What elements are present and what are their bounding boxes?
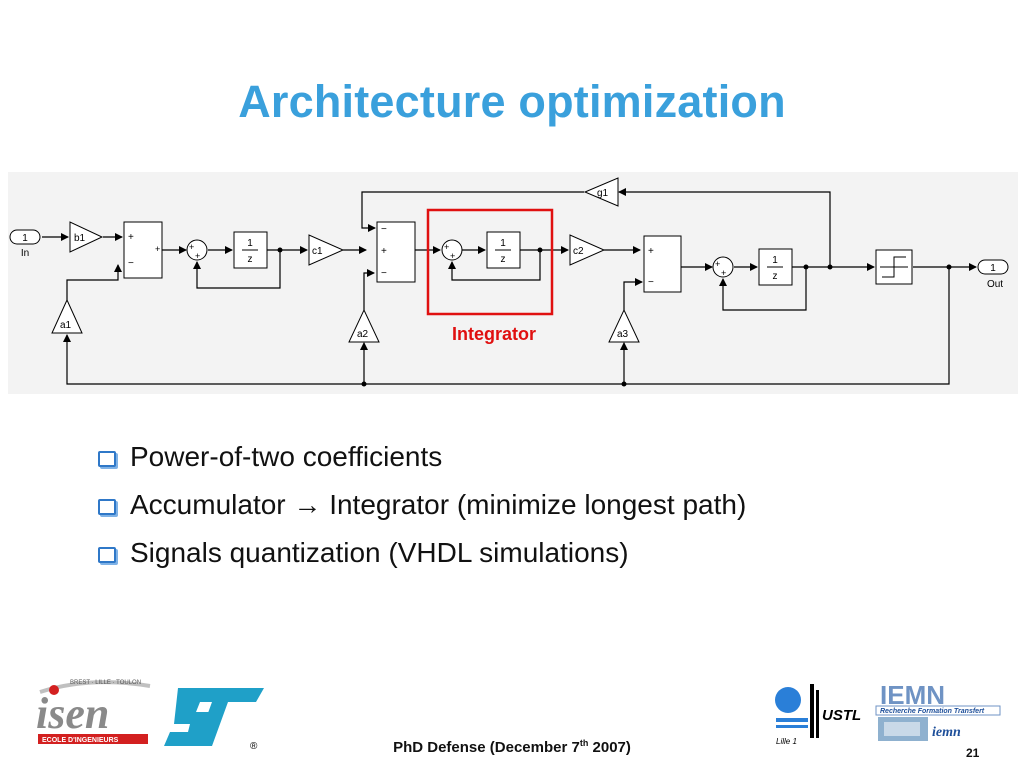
svg-text:a2: a2 bbox=[357, 329, 369, 340]
square-bullet-icon bbox=[98, 499, 116, 515]
delay-block-3: 1 z bbox=[758, 248, 793, 286]
gain-b1: b1 bbox=[69, 221, 104, 253]
footer-prefix: PhD Defense (December 7 bbox=[393, 739, 580, 756]
svg-text:1: 1 bbox=[247, 238, 253, 249]
svg-text:isen: isen bbox=[36, 689, 109, 738]
svg-text:−: − bbox=[648, 277, 654, 288]
quantizer-block bbox=[875, 249, 913, 285]
gain-c2: c2 bbox=[569, 234, 606, 266]
svg-text:®: ® bbox=[250, 741, 258, 752]
gain-c2-label: c2 bbox=[573, 246, 584, 257]
svg-text:z: z bbox=[501, 254, 506, 265]
integrator-highlight bbox=[426, 208, 554, 316]
delay-block-1: 1 z bbox=[233, 231, 268, 269]
page-number: 21 bbox=[966, 746, 980, 760]
gain-g1-label: g1 bbox=[597, 188, 609, 199]
svg-text:1: 1 bbox=[990, 263, 996, 274]
svg-text:+: + bbox=[381, 246, 387, 257]
square-bullet-icon bbox=[98, 451, 116, 467]
square-bullet-icon bbox=[98, 547, 116, 563]
svg-text:IEMN: IEMN bbox=[880, 682, 945, 710]
iemn-logo: IEMN Recherche Formation Transfert iemn bbox=[875, 682, 1001, 741]
sum-block-1: + − + bbox=[123, 221, 163, 279]
svg-text:Recherche Formation Transfert: Recherche Formation Transfert bbox=[880, 708, 985, 715]
bullet-text-pre: Accumulator bbox=[130, 489, 286, 520]
adder-2: + + bbox=[441, 239, 463, 261]
svg-text:ECOLE D'INGENIEURS: ECOLE D'INGENIEURS bbox=[42, 737, 119, 744]
svg-text:1: 1 bbox=[500, 238, 506, 249]
isen-logo: BREST · LILLE · TOULON isen ECOLE D'INGE… bbox=[36, 680, 151, 744]
ustl-logo: USTL Lille 1 bbox=[775, 684, 861, 746]
sum1-minus: − bbox=[128, 258, 134, 269]
bullet-item: Accumulator → Integrator (minimize longe… bbox=[96, 486, 746, 534]
svg-text:−: − bbox=[381, 268, 387, 279]
st-logo: ® bbox=[164, 688, 264, 752]
gain-c1-label: c1 bbox=[312, 246, 323, 257]
gain-a1: a1 bbox=[51, 298, 83, 334]
svg-text:a3: a3 bbox=[617, 329, 629, 340]
gain-a3: a3 bbox=[608, 308, 640, 343]
bullet-list: Power-of-two coefficients Accumulator → … bbox=[96, 438, 746, 582]
footer-suffix: 2007) bbox=[588, 739, 631, 756]
svg-text:z: z bbox=[248, 254, 253, 265]
gain-b1-label: b1 bbox=[74, 233, 86, 244]
svg-text:USTL: USTL bbox=[822, 707, 861, 724]
svg-text:+: + bbox=[450, 251, 455, 261]
bullet-item: Signals quantization (VHDL simulations) bbox=[96, 534, 746, 582]
in-port-label: In bbox=[21, 248, 29, 259]
slide-title: Architecture optimization bbox=[238, 76, 786, 127]
bullet-text: Power-of-two coefficients bbox=[130, 441, 443, 472]
in-port-number: 1 bbox=[22, 233, 28, 244]
svg-text:+: + bbox=[715, 259, 720, 269]
in-port: 1 In bbox=[9, 229, 41, 259]
svg-text:+: + bbox=[189, 242, 194, 252]
adder-1: + + bbox=[186, 239, 208, 261]
svg-text:z: z bbox=[773, 271, 778, 282]
gain-a2: a2 bbox=[348, 308, 380, 343]
svg-text:−: − bbox=[381, 224, 387, 235]
sum1-plus: + bbox=[128, 232, 134, 243]
footer-sup: th bbox=[579, 738, 589, 748]
bullet-text: Signals quantization (VHDL simulations) bbox=[130, 537, 629, 568]
bullet-item: Power-of-two coefficients bbox=[96, 438, 746, 486]
gain-c1: c1 bbox=[308, 234, 345, 266]
svg-text:BREST · LILLE · TOULON: BREST · LILLE · TOULON bbox=[70, 680, 141, 686]
svg-text:Lille 1: Lille 1 bbox=[776, 737, 797, 746]
svg-text:iemn: iemn bbox=[932, 725, 961, 740]
bullet-text-post: Integrator (minimize longest path) bbox=[329, 489, 747, 520]
svg-text:+: + bbox=[648, 246, 654, 257]
svg-text:+: + bbox=[444, 242, 449, 252]
diagram-background bbox=[8, 172, 1018, 394]
integrator-label: Integrator bbox=[452, 324, 536, 344]
adder-3: + + bbox=[712, 256, 734, 278]
svg-text:+: + bbox=[195, 251, 200, 261]
gain-g1: g1 bbox=[583, 177, 619, 207]
right-arrow-icon: → bbox=[293, 489, 322, 520]
footer-text: PhD Defense (December 7th 2007) bbox=[0, 738, 1024, 756]
block-diagram: 1 In b1 + − + + + 1 z c1 − + − bbox=[8, 172, 1018, 394]
out-port: 1 Out bbox=[977, 259, 1009, 290]
sum1-out: + bbox=[155, 244, 160, 254]
sum-block-2: − + − bbox=[376, 221, 416, 283]
svg-text:+: + bbox=[721, 268, 726, 278]
sum-block-3: + − bbox=[643, 235, 682, 293]
svg-text:1: 1 bbox=[772, 255, 778, 266]
out-port-label: Out bbox=[987, 279, 1003, 290]
svg-text:a1: a1 bbox=[60, 320, 72, 331]
delay-block-2: 1 z bbox=[486, 231, 521, 269]
